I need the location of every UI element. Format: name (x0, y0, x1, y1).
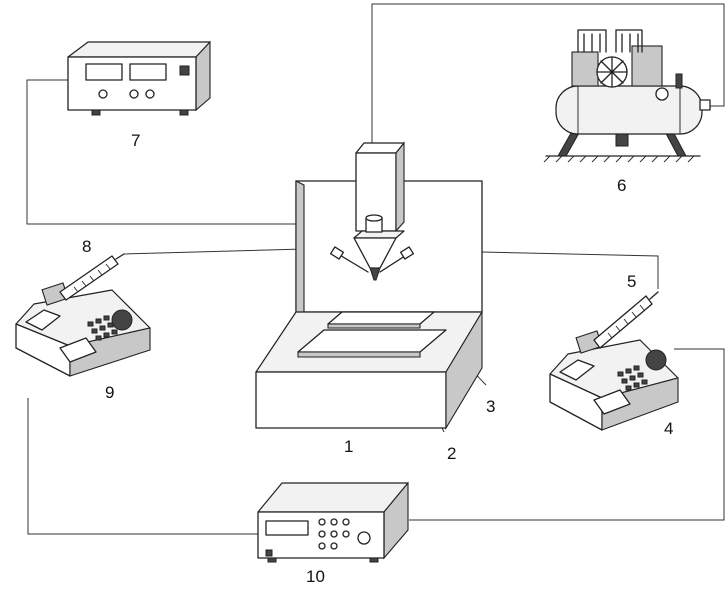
side-needle-right-hub (399, 246, 415, 260)
printing-platform (255, 141, 483, 430)
controller-buttons (318, 518, 350, 550)
substrate-plate (297, 329, 447, 353)
controller-knob (357, 531, 371, 545)
controller-top (257, 482, 409, 513)
compressor-fins (577, 29, 607, 53)
syringe-left-barrel (59, 255, 119, 301)
controller-foot (267, 557, 277, 563)
compressor-outlet (699, 99, 711, 111)
label-2: 2 (447, 444, 456, 463)
wire-pump9-to-controller (27, 398, 258, 535)
pump-right-keypad (617, 365, 648, 391)
compressor-drain-valve (615, 133, 629, 147)
power-supply-knob (98, 89, 108, 99)
syringe-left-needle (115, 253, 125, 260)
label-1: 1 (344, 437, 353, 456)
label-6: 6 (617, 176, 626, 195)
label-10: 10 (306, 567, 325, 586)
syringe-pump-right (549, 291, 679, 431)
syringe-right-graduations (607, 304, 645, 339)
substrate-sample-edge (327, 323, 421, 329)
callout-labels: 1 2 3 4 5 6 7 8 9 10 (82, 131, 673, 586)
compressor-motor (631, 45, 663, 87)
compressor-fins (615, 29, 643, 53)
controller-foot (369, 557, 379, 563)
compressor-flywheel-spokes (596, 56, 628, 88)
controller-display (265, 520, 309, 536)
wire-pump4-to-controller (409, 348, 725, 521)
side-needle-left (337, 253, 369, 273)
air-compressor (543, 29, 711, 163)
power-supply-meter-right (129, 63, 167, 81)
compressor-gauge (655, 87, 669, 101)
z-column-side (395, 141, 405, 233)
label-3: 3 (486, 397, 495, 416)
pump-left-knob (111, 309, 133, 331)
pump-right-pusher (559, 359, 595, 381)
syringe-pump-left (15, 253, 151, 377)
wire-syringe4-to-nozzle (394, 249, 659, 289)
controller-switch (265, 549, 273, 557)
nozzle-tip (369, 267, 381, 281)
syringe-left-graduations (73, 263, 111, 293)
label-7: 7 (131, 131, 140, 150)
power-supply-meter-left (85, 63, 123, 81)
pump-left-side (69, 327, 151, 377)
power-supply-foot (91, 109, 101, 116)
side-needle-left-hub (329, 246, 345, 260)
pump-right-display (593, 389, 631, 415)
power-supply-knob (129, 89, 139, 99)
label-9: 9 (105, 383, 114, 402)
pump-left-keypad (87, 315, 118, 341)
controller-unit (257, 481, 409, 563)
base-front (255, 371, 447, 429)
nozzle-fitting-cap (365, 214, 383, 222)
pump-right-side (601, 377, 679, 431)
base-side (445, 310, 483, 430)
pump-left-display (59, 337, 97, 363)
pump-left-pusher (25, 309, 61, 331)
power-supply-foot (179, 109, 189, 116)
substrate-plate-edge (297, 351, 421, 358)
compressor-ground-hatch (543, 155, 695, 163)
compressor-valve (675, 73, 683, 89)
compressor-cylinder (571, 51, 599, 87)
gantry-frame-edge (295, 180, 305, 317)
syringe-right-needle (649, 291, 659, 300)
power-supply (67, 40, 211, 116)
label-5: 5 (627, 272, 636, 291)
power-supply-knob (145, 89, 155, 99)
label-8: 8 (82, 237, 91, 256)
pump-right-knob (645, 349, 667, 371)
power-supply-switch (179, 65, 190, 76)
wire-compressor-to-nozzle (371, 3, 725, 225)
power-supply-top (67, 41, 211, 58)
label-4: 4 (664, 419, 673, 438)
substrate-sample (327, 311, 435, 325)
syringe-right-barrel (593, 295, 653, 349)
